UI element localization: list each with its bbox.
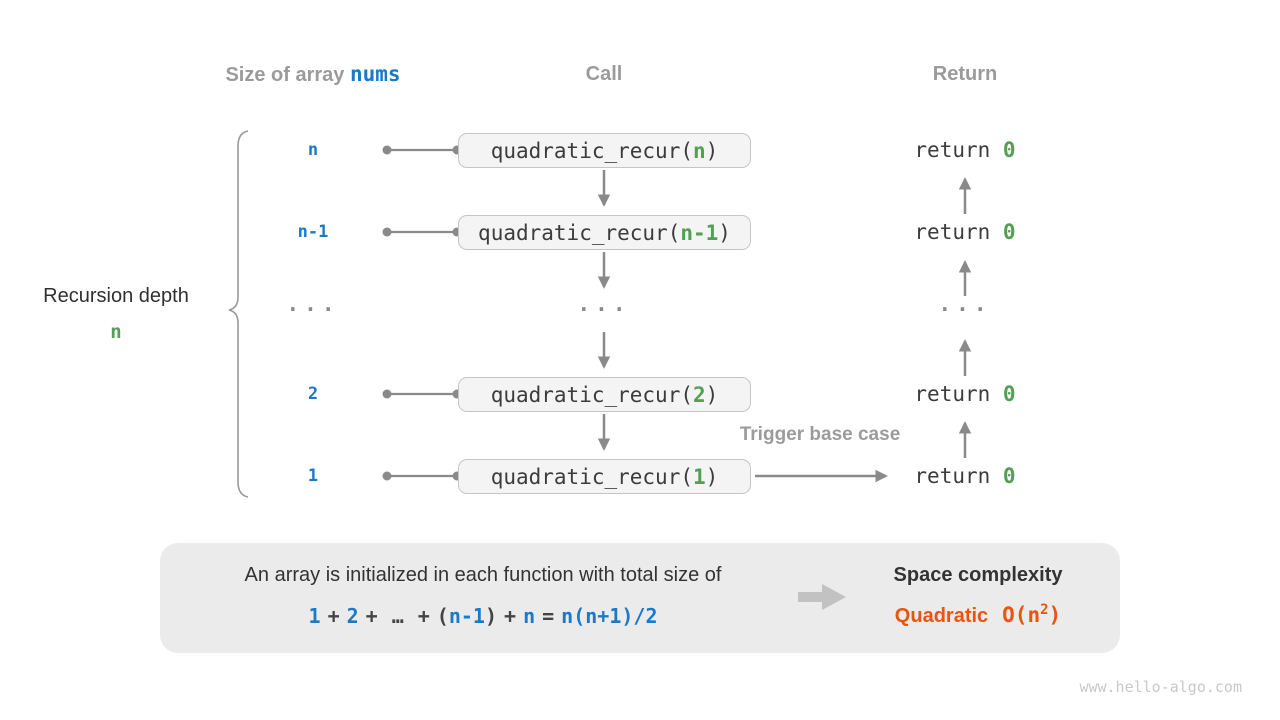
summary-panel: [160, 543, 1120, 653]
formula-token: ): [484, 604, 498, 628]
connector-line: [382, 471, 462, 481]
return-value: 0: [1002, 464, 1016, 488]
complexity-quadratic-label: Quadratic: [894, 605, 989, 627]
call-box-text: ): [705, 464, 719, 489]
formula-token: 2: [346, 604, 359, 628]
call-box-text: quadratic_recur(: [478, 220, 681, 245]
formula: 1 + 2 + … + ( n-1 ) + n = n(n+1)/2: [309, 603, 658, 629]
recursion-depth-brace: [228, 130, 249, 498]
header-nums-code: nums: [349, 62, 401, 86]
big-o-exponent: 2: [1040, 602, 1049, 618]
formula-token: +: [504, 604, 517, 628]
return-value: 0: [1002, 138, 1016, 162]
return-value: 0: [1002, 220, 1016, 244]
call-box: quadratic_recur(1): [458, 459, 751, 494]
return-statement: return 0: [914, 379, 1015, 409]
formula-token: (: [436, 604, 449, 628]
formula-token: n(n+1)/2: [561, 604, 658, 628]
call-box: quadratic_recur(n-1): [458, 215, 751, 250]
ellipsis: ...: [938, 292, 992, 316]
formula-token: n-1: [448, 604, 485, 628]
trigger-base-case-label: Trigger base case: [739, 424, 901, 445]
connector-line: [382, 145, 462, 155]
space-complexity-title: Space complexity: [893, 564, 1063, 586]
formula-token: n: [523, 604, 536, 628]
recursion-depth-value: n: [110, 321, 122, 343]
return-keyword: return: [914, 464, 1003, 488]
return-keyword: return: [914, 220, 1003, 244]
formula-token: +: [365, 604, 378, 628]
call-arg: 1: [692, 464, 706, 489]
call-box-text: ): [718, 220, 731, 245]
return-statement: return 0: [914, 217, 1015, 247]
header-return: Return: [932, 63, 998, 85]
connector-line: [382, 389, 462, 399]
return-keyword: return: [914, 382, 1003, 406]
formula-token: =: [542, 604, 555, 628]
formula-token: 1: [308, 604, 321, 628]
array-size-label: 1: [307, 466, 319, 486]
watermark: www.hello-algo.com: [1079, 678, 1242, 696]
call-box-text: ): [705, 138, 719, 163]
call-arg: 2: [692, 382, 706, 407]
call-box: quadratic_recur(n): [458, 133, 751, 168]
formula-token: +: [327, 604, 340, 628]
complexity-big-o: O(n2): [1002, 602, 1061, 628]
ellipsis: ...: [577, 292, 631, 316]
call-arg: n: [692, 138, 706, 163]
call-box-text: quadratic_recur(: [490, 382, 693, 407]
recursion-depth-label: Recursion depth: [43, 285, 189, 307]
formula-token: +: [417, 604, 430, 628]
connector-line: [382, 227, 462, 237]
array-size-label: n: [307, 140, 319, 160]
call-box: quadratic_recur(2): [458, 377, 751, 412]
array-size-label: 2: [307, 384, 319, 404]
call-arg: n-1: [680, 220, 719, 245]
big-o-suffix: ): [1048, 603, 1062, 627]
connector-lines: [382, 145, 462, 481]
flow-arrow-icon: [798, 584, 846, 610]
return-value: 0: [1002, 382, 1016, 406]
return-statement: return 0: [914, 135, 1015, 165]
call-box-text: ): [705, 382, 719, 407]
ellipsis: ...: [286, 292, 340, 316]
call-box-text: quadratic_recur(: [490, 464, 693, 489]
return-keyword: return: [914, 138, 1003, 162]
big-o-prefix: O(n: [1002, 603, 1041, 627]
array-size-label: n-1: [297, 222, 329, 242]
header-size-of-array: Size of array nums: [225, 62, 400, 87]
header-size-text: Size of array: [225, 64, 345, 86]
return-statement: return 0: [914, 461, 1015, 491]
header-call: Call: [585, 63, 623, 85]
space-complexity-value: Quadratic O(n2): [895, 602, 1061, 629]
call-box-text: quadratic_recur(: [490, 138, 693, 163]
formula-token: …: [391, 604, 404, 628]
summary-text: An array is initialized in each function…: [244, 564, 722, 586]
